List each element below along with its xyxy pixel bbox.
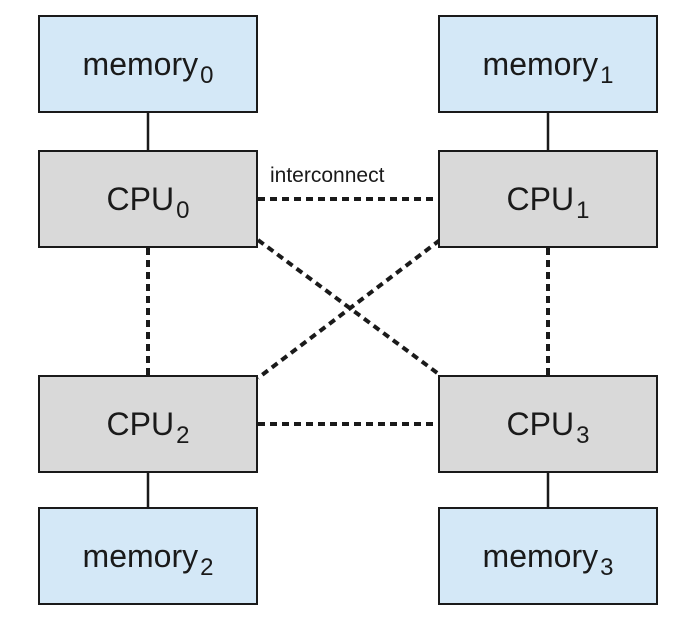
memory-1-subscript: 1: [600, 62, 614, 89]
cpu-1-label: CPU: [506, 180, 575, 217]
memory-0-label: memory: [82, 45, 199, 82]
interconnect-label: interconnect: [270, 164, 385, 187]
cpu-2-subscript: 2: [176, 422, 190, 449]
cpu-3-label: CPU: [506, 405, 575, 442]
memory-3-label: memory: [482, 537, 599, 574]
memory-3-subscript: 3: [600, 554, 614, 581]
cpu-0-label: CPU: [106, 180, 175, 217]
interconnect-cpu1-cpu2: [256, 238, 442, 380]
memory-1-label: memory: [482, 45, 599, 82]
memory-0-subscript: 0: [200, 62, 214, 89]
memory-2-subscript: 2: [200, 554, 214, 581]
cpu-2-label: CPU: [106, 405, 175, 442]
cpu-0-subscript: 0: [176, 197, 190, 224]
memory-2-label: memory: [82, 537, 199, 574]
cpu-3-subscript: 3: [576, 422, 590, 449]
cpu-1-subscript: 1: [576, 197, 590, 224]
